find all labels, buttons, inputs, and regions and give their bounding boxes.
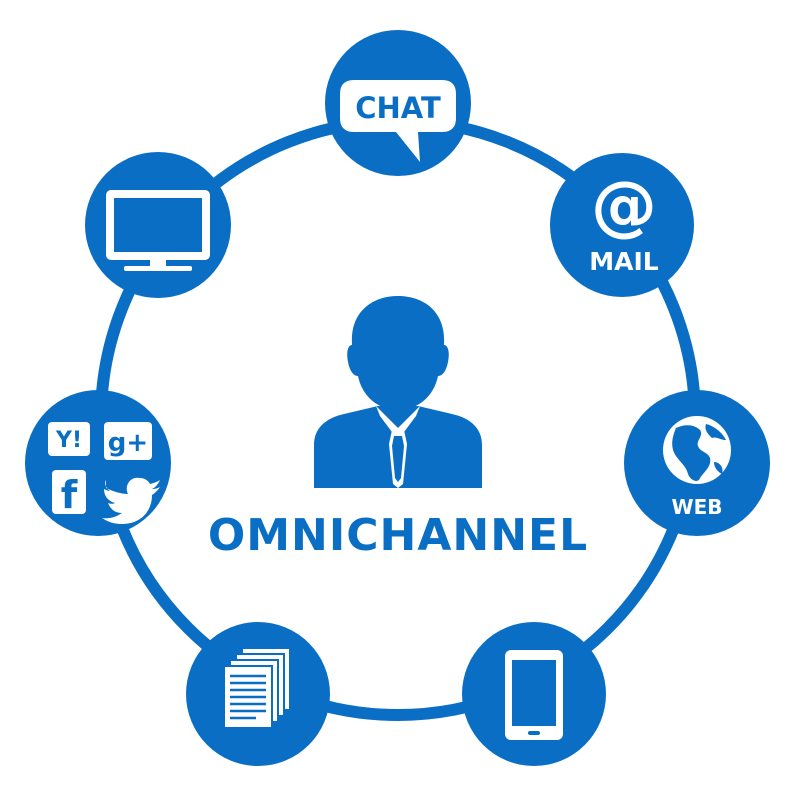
node-social: Y! g+ f: [25, 390, 171, 536]
node-documents: [186, 622, 330, 766]
mail-label: MAIL: [589, 247, 659, 276]
at-sign-icon: @: [591, 167, 657, 244]
google-plus-mark: g+: [108, 428, 148, 458]
yahoo-icon: [48, 422, 90, 456]
globe-icon: [663, 416, 731, 484]
google-plus-icon: [104, 422, 152, 460]
yahoo-mark: Y!: [55, 428, 82, 453]
facebook-icon: [52, 470, 86, 514]
facebook-mark: f: [61, 473, 78, 517]
node-circle: [550, 153, 694, 297]
node-chat: CHAT: [325, 30, 471, 176]
tablet-icon: [505, 650, 563, 740]
web-label: WEB: [672, 495, 723, 519]
node-mail: @ MAIL: [550, 153, 694, 297]
node-web: WEB: [624, 390, 770, 536]
center-label: OMNICHANNEL: [208, 510, 588, 561]
person-icon: [314, 296, 482, 488]
monitor-icon: [106, 190, 210, 271]
node-mobile: [462, 622, 606, 766]
node-circle: [25, 390, 171, 536]
twitter-icon: [102, 477, 160, 524]
social-media-icon: Y! g+ f: [48, 422, 160, 524]
chat-label: CHAT: [355, 91, 441, 125]
chat-bubble-icon: [340, 80, 456, 162]
node-tv: [85, 152, 231, 298]
documents-icon: [223, 647, 291, 729]
